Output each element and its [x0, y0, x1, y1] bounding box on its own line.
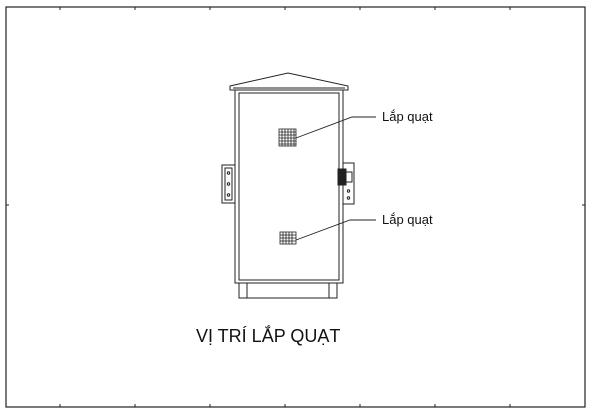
drawing-title: VỊ TRÍ LẮP QUẠT [196, 325, 340, 346]
right-lock-bracket [337, 162, 355, 205]
leader-line-upper [295, 116, 376, 139]
cabinet-base [238, 282, 338, 299]
cabinet-roof [229, 72, 349, 91]
leader-line-lower [295, 219, 376, 241]
left-mounting-bracket [221, 164, 236, 204]
border-ticks [6, 7, 585, 407]
drawing-border [5, 6, 586, 408]
callout-label-lower: Lắp quạt [382, 212, 433, 227]
callout-label-upper: Lắp quạt [382, 109, 433, 124]
cabinet-body [234, 89, 344, 284]
fan-grille-lower [279, 231, 297, 245]
fan-grille-upper [278, 128, 297, 147]
